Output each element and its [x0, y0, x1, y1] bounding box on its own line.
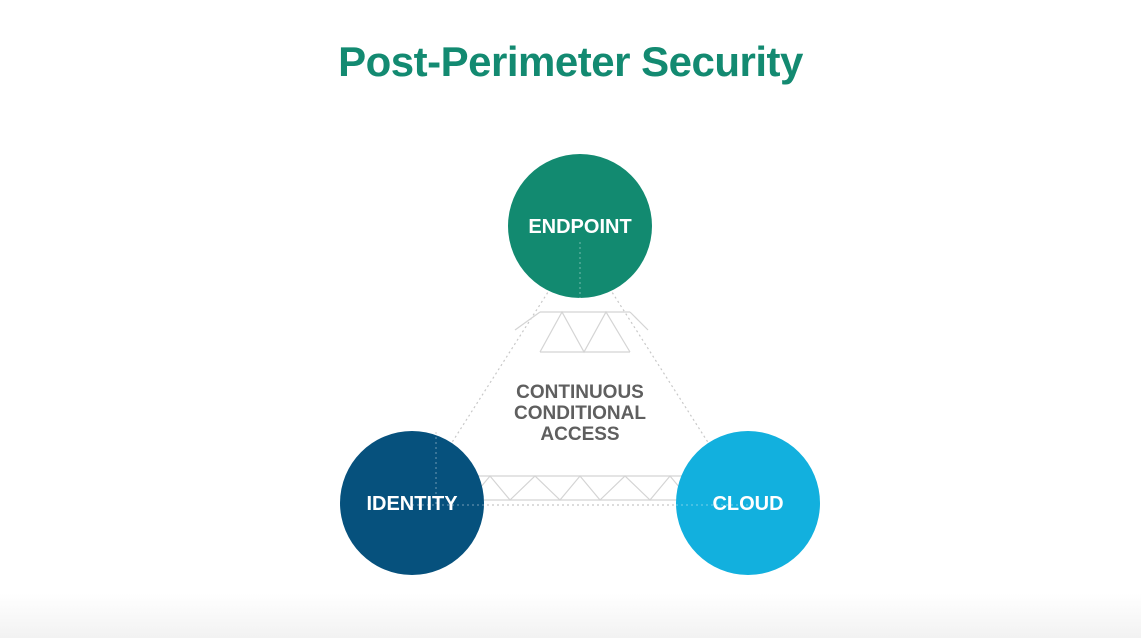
cloud-circle [676, 431, 820, 575]
endpoint-circle [508, 154, 652, 298]
endpoint-label: ENDPOINT [528, 216, 631, 238]
center-label-line-3: ACCESS [540, 424, 619, 445]
slide-title: Post-Perimeter Security [338, 38, 803, 85]
cloud-label: CLOUD [712, 493, 783, 515]
center-label-line-1: CONTINUOUS [516, 382, 644, 403]
identity-circle [340, 431, 484, 575]
top-truss [514, 310, 649, 354]
top-truss-line [514, 311, 541, 331]
overlay-guides [412, 242, 748, 506]
identity-label: IDENTITY [366, 493, 458, 515]
top-truss-line [629, 311, 649, 331]
bottom-truss-zigzag [469, 475, 691, 501]
top-truss-zigzag [539, 310, 631, 354]
center-label-line-2: CONDITIONAL [514, 403, 646, 424]
